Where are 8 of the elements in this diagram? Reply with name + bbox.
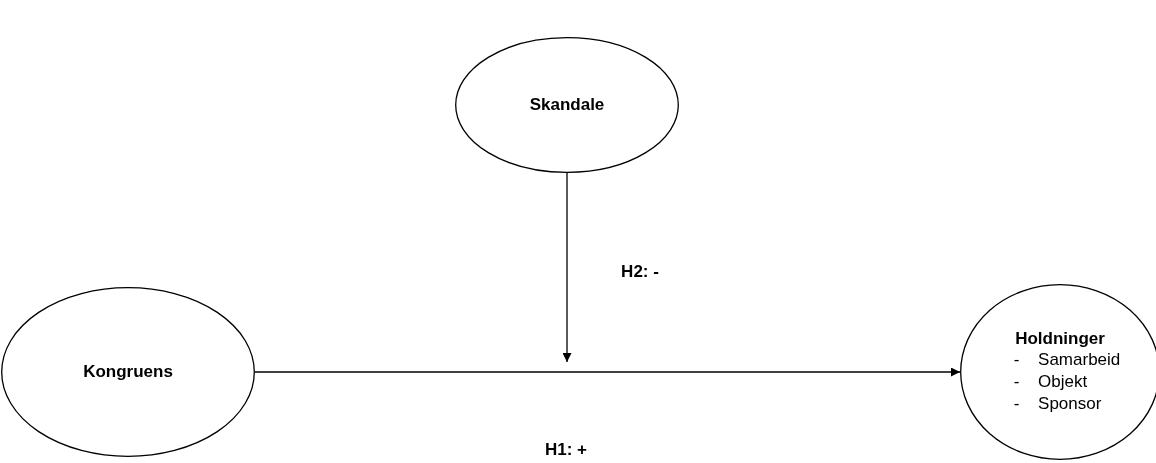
list-item: - Samarbeid xyxy=(1013,348,1121,371)
node-title: Kongruens xyxy=(83,362,173,382)
arrow xyxy=(254,367,961,377)
node-title: Skandale xyxy=(529,95,605,115)
arrow xyxy=(562,172,572,363)
list-item: - Sponsor xyxy=(1013,393,1102,416)
node-title: Holdninger xyxy=(1015,328,1105,349)
list-item: - Objekt xyxy=(1013,370,1088,393)
